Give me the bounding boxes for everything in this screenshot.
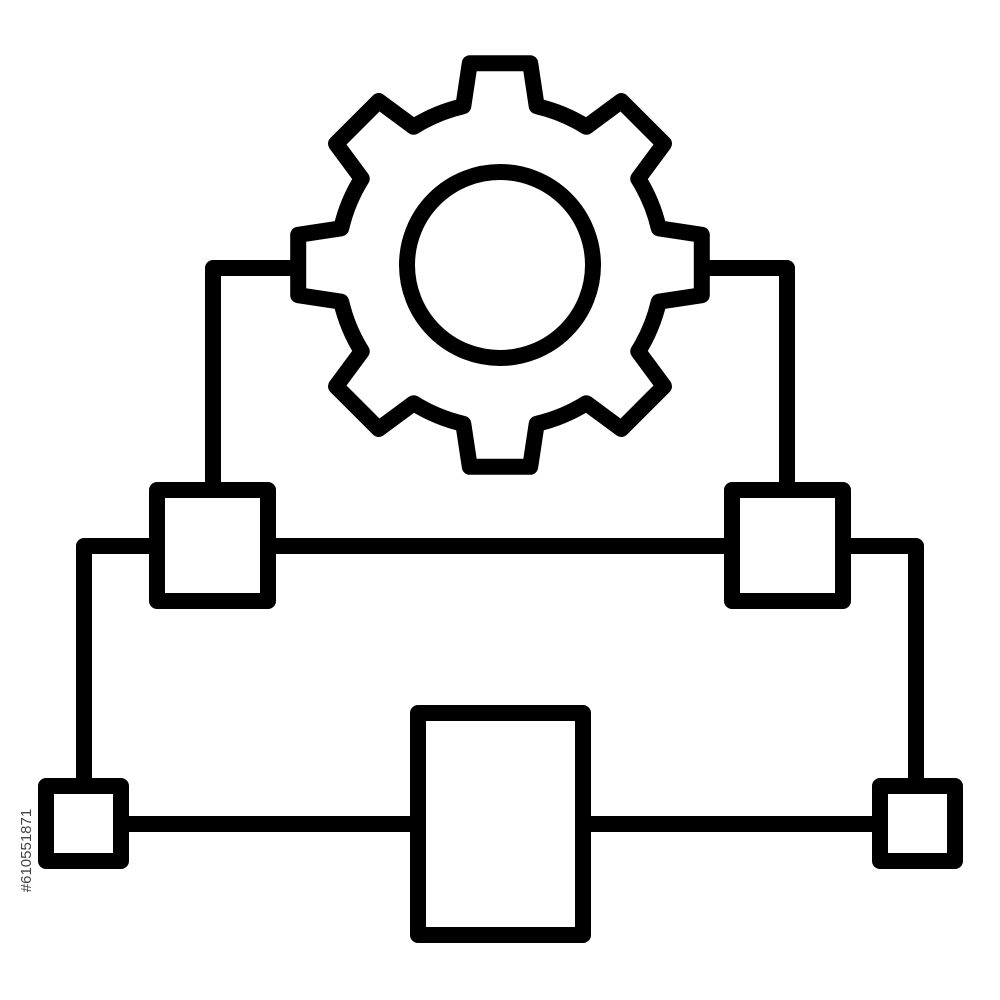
connector-gear-left [205,260,304,498]
node-box-center [410,705,591,943]
gear-outline [290,55,710,475]
node-box-upper-left [149,482,276,609]
node-box-lower-right [872,778,963,869]
stock-id-text: #610551871 [18,808,36,892]
connector-right-outer [837,538,924,794]
gear-icon [290,55,710,475]
connector-lines [76,260,924,832]
node-box-lower-left [38,778,129,869]
stock-id-watermark: #610551871 [16,770,38,930]
node-box-upper-right [724,482,851,609]
connector-gear-right [696,260,795,498]
gear-hub-circle [399,164,601,366]
connector-left-outer [76,538,163,794]
